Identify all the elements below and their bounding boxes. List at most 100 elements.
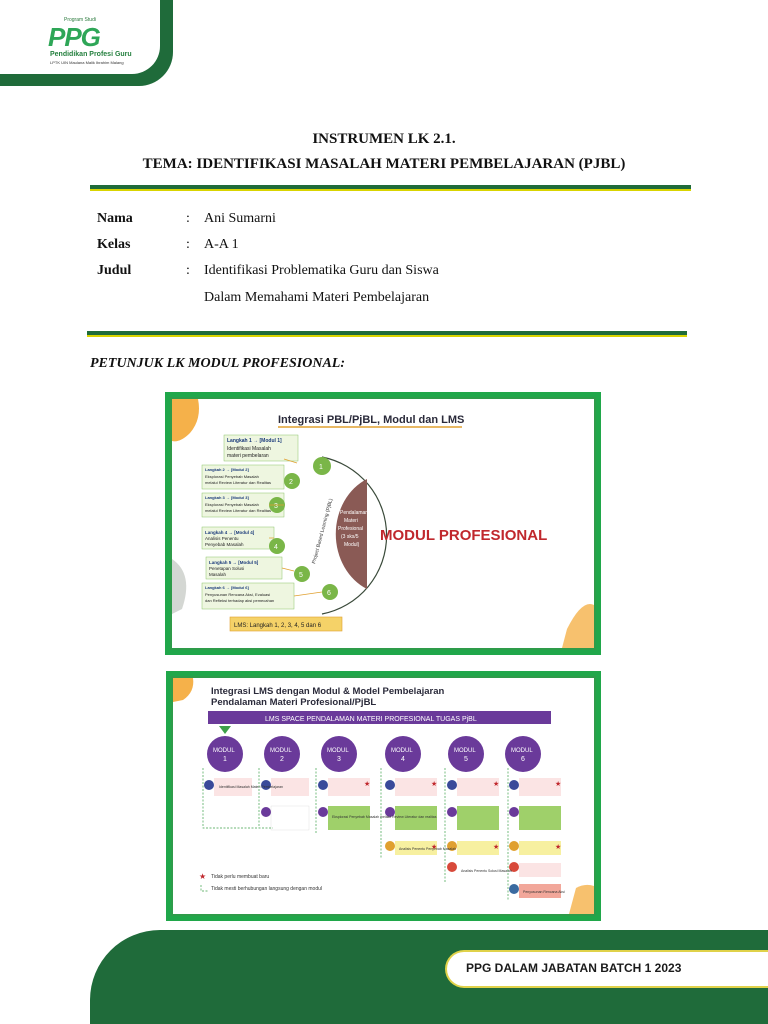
document-theme: TEMA: IDENTIFIKASI MASALAH MATERI PEMBEL… <box>142 156 626 172</box>
svg-text:MODUL: MODUL <box>391 748 413 754</box>
legend-dashed-line-icon <box>200 885 209 892</box>
svg-text:Langkah 3 → [Modul 3]: Langkah 3 → [Modul 3] <box>205 495 249 500</box>
logo-subtitle: LPTK UIN Maulana Malik Ibrahim Malang <box>50 60 124 65</box>
arc-label: Project Based Learning (PjBL) <box>311 498 334 565</box>
svg-text:★: ★ <box>364 780 370 788</box>
svg-text:Eksplorasi Penyebab Masalah: Eksplorasi Penyebab Masalah <box>205 474 259 479</box>
svg-text:melalui Review Literatur dan R: melalui Review Literatur dan Realitas <box>205 480 271 485</box>
field-value-kelas: A-A 1 <box>204 237 239 252</box>
field-colon: : <box>186 263 190 278</box>
svg-text:materi pembelaran: materi pembelaran <box>227 453 269 459</box>
center-line-4: (3 sks/5 <box>341 534 359 540</box>
footer-batch-label: PPG DALAM JABATAN BATCH 1 2023 <box>466 961 682 975</box>
center-line-1: Pendalaman <box>340 510 368 516</box>
svg-text:MODUL: MODUL <box>511 748 533 754</box>
slide2-title-line2: Pendalaman Materi Profesional/PjBL <box>211 697 376 708</box>
solusi-text: Analisis Penentu Solusi Masalah <box>461 869 512 873</box>
svg-text:2: 2 <box>289 479 293 486</box>
modul-profesional-label: MODUL PROFESIONAL <box>380 527 547 544</box>
rencana-text: Penyusunan Rencana Aksi <box>523 890 565 894</box>
logo-name: Pendidikan Profesi Guru <box>50 51 132 58</box>
svg-text:1: 1 <box>223 756 227 763</box>
svg-text:MODUL: MODUL <box>327 748 349 754</box>
explore-text: Eksplorasi Penyebab Masalah melalui Revi… <box>332 815 437 819</box>
field-label-nama: Nama <box>97 211 133 226</box>
svg-text:★: ★ <box>431 843 437 851</box>
legend-text-2: Tidak mesti berhubungan langsung dengan … <box>211 886 322 892</box>
step-2: Langkah 2 → [Modul 2] Eksplorasi Penyeba… <box>201 464 285 490</box>
svg-text:Analisis Penentu: Analisis Penentu <box>205 536 239 541</box>
svg-text:melalui Review Literatur dan R: melalui Review Literatur dan Realitas <box>205 508 271 513</box>
field-colon: : <box>186 211 190 226</box>
svg-text:MODUL: MODUL <box>270 748 292 754</box>
field-value-judul-line2: Dalam Memahami Materi Pembelajaran <box>204 290 430 305</box>
svg-text:★: ★ <box>493 780 499 788</box>
analisis-boxes <box>385 841 561 855</box>
legend-text-1: Tidak perlu membuat baru <box>211 874 269 880</box>
lms-banner-text: LMS SPACE PENDALAMAN MATERI PROFESIONAL … <box>265 716 477 723</box>
field-value-nama: Ani Sumarni <box>204 211 276 226</box>
instruction-heading: PETUNJUK LK MODUL PROFESIONAL: <box>90 356 345 371</box>
svg-text:Langkah 6 → [Modul 6]: Langkah 6 → [Modul 6] <box>205 585 249 590</box>
svg-text:Langkah 5 → [Modul 5]: Langkah 5 → [Modul 5] <box>209 560 259 565</box>
svg-text:Penyebab Masalah: Penyebab Masalah <box>205 542 244 547</box>
step-numbers: 1 2 3 4 5 6 <box>269 457 338 600</box>
svg-text:6: 6 <box>327 590 331 597</box>
logo-inner: Program Studi PPG Pendidikan Profesi Gur… <box>0 0 160 74</box>
svg-text:Langkah 1 → [Modul 1]: Langkah 1 → [Modul 1] <box>227 438 282 444</box>
svg-text:2: 2 <box>280 756 284 763</box>
step-1: Langkah 1 → [Modul 1] Identifikasi Masal… <box>223 434 299 462</box>
svg-text:★: ★ <box>555 780 561 788</box>
explore-boxes <box>261 805 561 831</box>
svg-text:★: ★ <box>431 780 437 788</box>
slide-integrasi-lms: Integrasi LMS dengan Modul & Model Pembe… <box>166 671 601 921</box>
step-4: Langkah 4 → [Modul 4] Analisis Penentu P… <box>201 526 275 550</box>
svg-text:4: 4 <box>401 756 405 763</box>
svg-text:4: 4 <box>274 544 278 551</box>
svg-text:5: 5 <box>464 756 468 763</box>
svg-text:3: 3 <box>337 756 341 763</box>
svg-text:★: ★ <box>555 843 561 851</box>
header-logo-box: Program Studi PPG Pendidikan Profesi Gur… <box>0 0 173 86</box>
field-label-kelas: Kelas <box>97 237 131 252</box>
step-5: Langkah 5 → [Modul 5] Penetapan Solusi M… <box>205 556 283 580</box>
solusi-boxes <box>447 862 561 877</box>
svg-text:Penyusunan Rencana Aksi, Evalu: Penyusunan Rencana Aksi, Evaluasi <box>205 592 270 597</box>
legend-star-icon: ★ <box>199 872 206 881</box>
center-line-5: Modul) <box>344 542 360 548</box>
fields-divider <box>87 331 687 337</box>
center-line-2: Materi <box>344 518 358 524</box>
logo-small-text: Program Studi <box>64 17 96 23</box>
svg-text:Masalah: Masalah <box>209 572 227 577</box>
svg-text:Penetapan Solusi: Penetapan Solusi <box>209 566 244 571</box>
star-icon: ★ ★ ★ ★ ★ ★ ★ <box>364 780 561 851</box>
svg-text:MODUL: MODUL <box>213 748 235 754</box>
svg-text:5: 5 <box>299 572 303 579</box>
svg-text:Langkah 2 → [Modul 2]: Langkah 2 → [Modul 2] <box>205 467 249 472</box>
field-value-judul: Identifikasi Problematika Guru dan Siswa <box>204 263 439 278</box>
lms-box <box>229 616 343 632</box>
module-circles: MODUL 1 MODUL 2 MODUL 3 MODUL 4 MODUL 5 MODUL… <box>207 726 541 772</box>
field-colon: : <box>186 237 190 252</box>
svg-text:★: ★ <box>493 843 499 851</box>
slide2-diagram: Integrasi LMS dengan Modul & Model Pembe… <box>173 678 594 914</box>
svg-text:3: 3 <box>274 503 278 510</box>
slide1-diagram: Integrasi PBL/PjBL, Modul dan LMS Pendal… <box>172 399 594 648</box>
svg-text:Eksplorasi Penyebab Masalah: Eksplorasi Penyebab Masalah <box>205 502 259 507</box>
lms-label: LMS: Langkah 1, 2, 3, 4, 5 dan 6 <box>234 623 322 629</box>
identify-text: Identifikasi Masalah Materi Pembelajaran <box>219 785 283 789</box>
analisis-text: Analisis Penentu Penyebab Masalah <box>399 847 456 851</box>
svg-text:MODUL: MODUL <box>454 748 476 754</box>
step-6: Langkah 6 → [Modul 6] Penyusunan Rencana… <box>201 582 295 610</box>
document-title: INSTRUMEN LK 2.1. <box>312 131 456 147</box>
lms-banner <box>208 711 551 724</box>
slide-integrasi-pbl: Integrasi PBL/PjBL, Modul dan LMS Pendal… <box>165 392 601 655</box>
svg-text:Langkah 4 → [Modul 4]: Langkah 4 → [Modul 4] <box>205 530 255 535</box>
slide2-title-line1: Integrasi LMS dengan Modul & Model Pembe… <box>211 686 445 697</box>
svg-text:1: 1 <box>319 464 323 471</box>
field-label-judul: Judul <box>97 263 132 278</box>
svg-text:6: 6 <box>521 756 525 763</box>
svg-text:Identifikasi Masalah: Identifikasi Masalah <box>227 446 271 452</box>
title-divider <box>90 185 691 191</box>
rencana-box <box>509 884 561 898</box>
